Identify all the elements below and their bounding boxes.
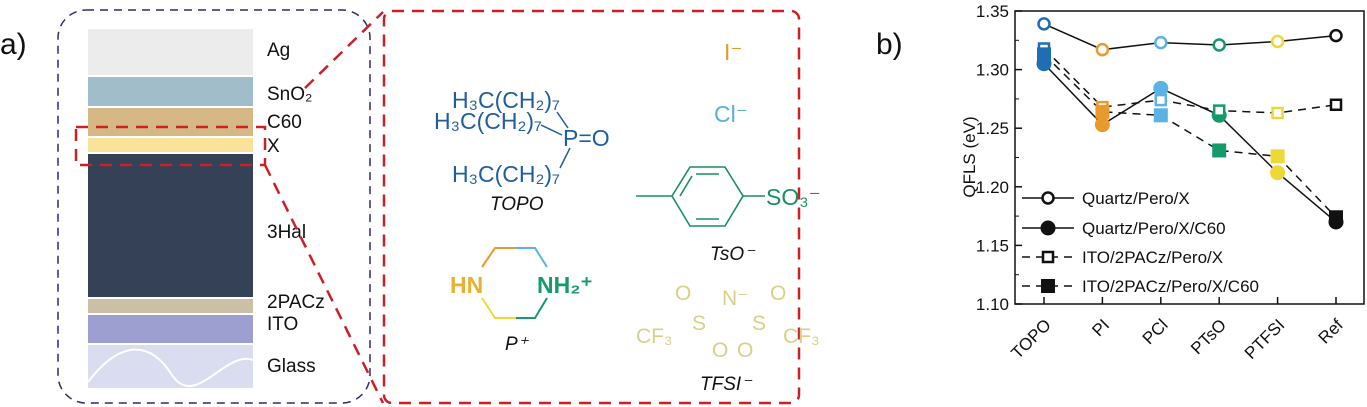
topo-name: TOPO	[490, 194, 544, 215]
series-line-1	[1043, 63, 1337, 223]
x-tick-label: PCl	[1139, 315, 1172, 348]
data-point	[1094, 117, 1110, 133]
x-tick-label: PI	[1088, 315, 1113, 340]
data-point	[1329, 98, 1343, 112]
panel-a-label: a)	[0, 28, 27, 61]
x-tick-label: Ref	[1315, 315, 1347, 347]
data-point	[1212, 38, 1226, 52]
data-point	[1329, 210, 1343, 225]
y-tick-label: 1.20	[976, 178, 1009, 197]
x-tick-label: TOPO	[1008, 315, 1055, 362]
x-tick-label: PTFSI	[1241, 315, 1288, 362]
layer-5	[88, 299, 253, 313]
zoom-indicator	[74, 9, 801, 405]
y-tick-label: 1.30	[976, 61, 1009, 80]
molecule-tfsi: CF₃ S S N⁻ O O O O CF₃	[636, 282, 820, 362]
sulfonate-group: SO₃⁻	[766, 184, 821, 210]
layer-7	[88, 345, 253, 388]
layer-3	[88, 138, 253, 152]
data-point	[1270, 149, 1285, 164]
layer-label: ITO	[267, 314, 298, 335]
series-line-3	[1043, 53, 1337, 218]
series-line-0	[1043, 23, 1337, 51]
data-point	[1271, 106, 1284, 120]
layer-label: 3Hal	[267, 222, 306, 243]
layer-1	[88, 77, 253, 106]
piperazine-nh2: NH₂⁺	[537, 272, 593, 298]
svg-text:H₃C(CH₂)₇: H₃C(CH₂)₇	[434, 108, 542, 134]
legend-marker	[1040, 220, 1056, 236]
data-point	[1153, 80, 1169, 96]
data-point	[1329, 28, 1343, 43]
piperazine-hn: HN	[450, 272, 483, 298]
tfsi-name: TFSI⁻	[700, 374, 753, 395]
data-point	[1212, 143, 1227, 158]
glass-wave	[87, 348, 254, 388]
y-axis-label: QFLS (eV)	[960, 116, 979, 197]
svg-text:CF₃: CF₃	[783, 325, 820, 348]
svg-text:N⁻: N⁻	[722, 287, 748, 310]
layer-label: X	[267, 136, 280, 157]
data-point	[1270, 165, 1286, 181]
layer-2	[88, 108, 253, 136]
molecule-tso	[636, 166, 765, 227]
y-tick-label: 1.25	[976, 119, 1009, 138]
svg-text:P=O: P=O	[563, 125, 610, 151]
legend-label: ITO/2PACz/Pero/X/C60	[1082, 277, 1259, 296]
svg-text:S: S	[752, 312, 766, 335]
y-tick-label: 1.10	[976, 295, 1009, 314]
svg-text:O: O	[712, 339, 728, 362]
data-point	[1037, 47, 1051, 62]
panel-b-label: b)	[876, 28, 903, 61]
legend-marker	[1041, 250, 1055, 264]
layer-label: C60	[267, 112, 302, 133]
data-point	[1154, 93, 1168, 107]
data-point	[1095, 42, 1110, 57]
data-point	[1212, 104, 1226, 117]
legend-label: Quartz/Pero/X/C60	[1082, 219, 1226, 238]
legend-label: ITO/2PACz/Pero/X	[1082, 248, 1223, 267]
svg-text:H₃C(CH₂)₇: H₃C(CH₂)₇	[452, 87, 560, 113]
p-name: P⁺	[505, 334, 530, 355]
y-tick-label: 1.15	[976, 236, 1009, 255]
y-tick-label: 1.35	[976, 2, 1009, 21]
layer-0	[88, 29, 253, 75]
layer-label: Ag	[267, 40, 290, 61]
legend-label: Quartz/Pero/X	[1082, 189, 1190, 208]
layer-label: SnO₂	[267, 84, 312, 105]
data-point	[1270, 34, 1285, 49]
series-line-2	[1043, 47, 1337, 114]
tso-name: TsO⁻	[710, 244, 756, 265]
iodide-ion: I⁻	[724, 39, 743, 65]
svg-text:H₃C(CH₂)₇: H₃C(CH₂)₇	[452, 161, 560, 187]
legend-marker	[1041, 279, 1055, 293]
svg-text:O: O	[675, 282, 691, 305]
layer-label: 2PACz	[267, 292, 325, 313]
svg-text:O: O	[737, 339, 753, 362]
layer-4	[88, 154, 253, 297]
data-point	[1037, 17, 1051, 31]
legend-marker	[1041, 191, 1055, 205]
svg-text:O: O	[770, 282, 786, 305]
x-tick-label: PTsO	[1187, 315, 1230, 358]
molecule-topo: H₃C(CH₂)₇ H₃C(CH₂)₇ H₃C(CH₂)₇ P=O	[434, 87, 610, 187]
data-point	[1154, 35, 1168, 50]
data-point	[1095, 104, 1110, 119]
layer-6	[88, 315, 253, 343]
data-point	[1153, 108, 1168, 123]
device-stack-frame	[57, 9, 371, 404]
molecule-piperazinium	[481, 247, 548, 319]
svg-text:S: S	[692, 312, 706, 335]
layer-label: Glass	[267, 356, 316, 377]
chloride-ion: Cl⁻	[714, 101, 748, 127]
svg-text:CF₃: CF₃	[636, 325, 673, 348]
